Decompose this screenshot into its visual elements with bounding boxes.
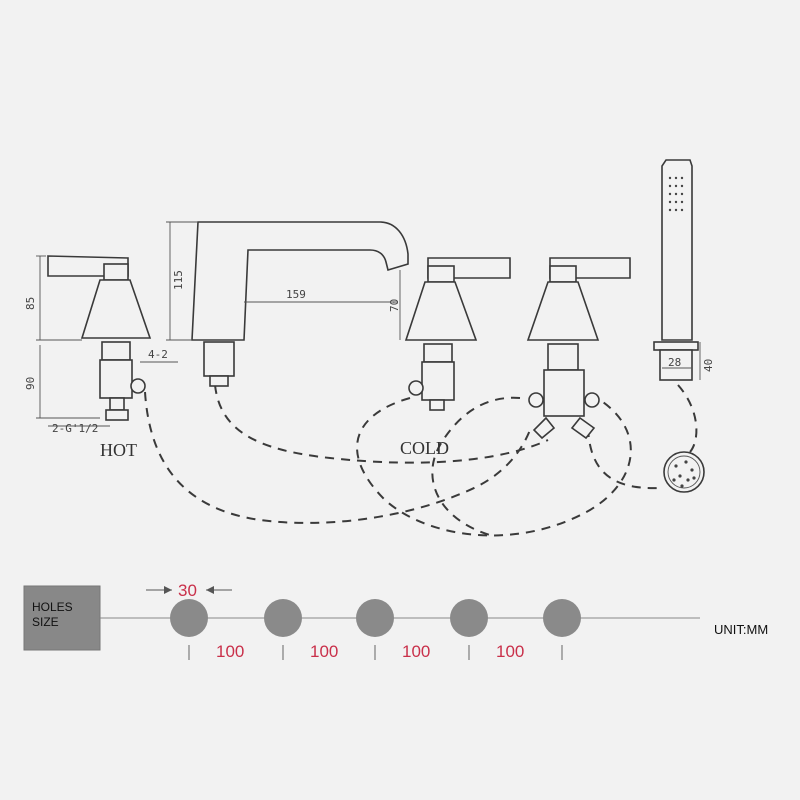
hole-5 xyxy=(543,599,581,637)
hole-2 xyxy=(264,599,302,637)
hole-spacing-3: 100 xyxy=(402,642,430,661)
hole-diameter-label: 30 xyxy=(178,581,197,600)
hole-spacing-4: 100 xyxy=(496,642,524,661)
dim-spout-height: 115 xyxy=(172,270,185,290)
cold-cone xyxy=(404,281,478,341)
hand-shower: 28 40 xyxy=(653,159,715,381)
hose-lines xyxy=(144,384,698,537)
dim-spout-outlet: 70 xyxy=(388,299,401,312)
dim-shower-height: 40 xyxy=(702,359,715,372)
hole-spacing-1: 100 xyxy=(216,642,244,661)
diverter-cone xyxy=(526,281,600,341)
holes-size-line1: HOLES xyxy=(32,600,73,614)
dim-spout-reach: 159 xyxy=(286,288,306,301)
hole-3 xyxy=(356,599,394,637)
unit-label: UNIT:MM xyxy=(714,622,768,637)
hole-spacing-2: 100 xyxy=(310,642,338,661)
holes-size-line2: SIZE xyxy=(32,615,59,629)
cold-label: COLD xyxy=(400,438,449,458)
dim-shower-width: 28 xyxy=(668,356,681,369)
diverter-valve xyxy=(526,257,631,440)
dim-thread: 2-G'1/2 xyxy=(52,422,98,435)
dim-thread-small: 4-2 xyxy=(148,348,168,361)
dim-handle-height: 85 xyxy=(24,297,37,310)
hot-valve: 85 90 2-G'1/2 4-2 HOT xyxy=(24,255,178,460)
hose-holder xyxy=(663,451,705,493)
hole-1 xyxy=(170,599,208,637)
hot-cone xyxy=(80,279,152,339)
spout-body xyxy=(191,221,409,341)
shower-nozzle-dots xyxy=(668,176,684,212)
hole-4 xyxy=(450,599,488,637)
hot-label: HOT xyxy=(100,440,137,460)
holes-layout: HOLES SIZE 30 100 100 100 100 UNIT:MM xyxy=(23,581,768,661)
cold-valve: COLD xyxy=(400,257,511,458)
shower-handle xyxy=(661,159,693,341)
dim-valve-height: 90 xyxy=(24,377,37,390)
spout: 115 159 70 xyxy=(166,221,409,387)
